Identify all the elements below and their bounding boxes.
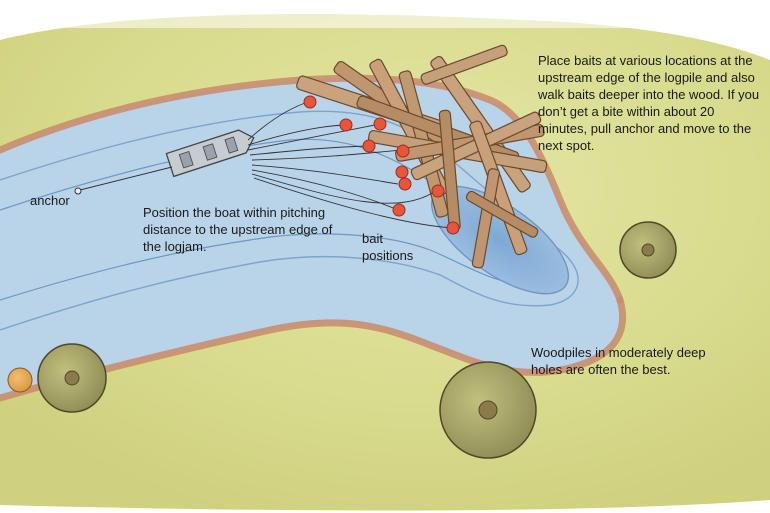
tree-right — [619, 221, 677, 279]
tree-bottom-center — [439, 361, 537, 459]
bait-marker — [396, 144, 410, 158]
woodpiles-note: Woodpiles in moderately deep holes are o… — [531, 345, 706, 377]
logjam — [296, 44, 548, 269]
bait-marker — [446, 221, 460, 235]
bait-marker — [398, 177, 412, 191]
tree-bottom-left — [37, 343, 107, 413]
anchor-marker — [74, 187, 82, 195]
bank-lower — [0, 296, 627, 402]
bait-placement-tip: Place baits at various locations at the … — [538, 53, 760, 153]
bait-marker — [362, 139, 376, 153]
anchor-line — [79, 166, 173, 191]
shrub-orange — [7, 367, 33, 393]
casting-lines — [247, 101, 454, 229]
boat — [165, 129, 255, 178]
bait-markers — [303, 95, 460, 235]
white-margin-top — [0, 0, 770, 28]
bait-marker — [395, 165, 409, 179]
anchor-label: anchor — [30, 193, 70, 208]
bait-positions-label: bait positions — [362, 231, 414, 263]
bait-marker — [339, 118, 353, 132]
bait-marker — [303, 95, 317, 109]
bait-marker — [392, 203, 406, 217]
bait-marker — [431, 184, 445, 198]
boat-position-note: Position the boat within pitching distan… — [143, 205, 333, 254]
bait-marker — [373, 117, 387, 131]
depth-contour-outer — [0, 110, 579, 331]
